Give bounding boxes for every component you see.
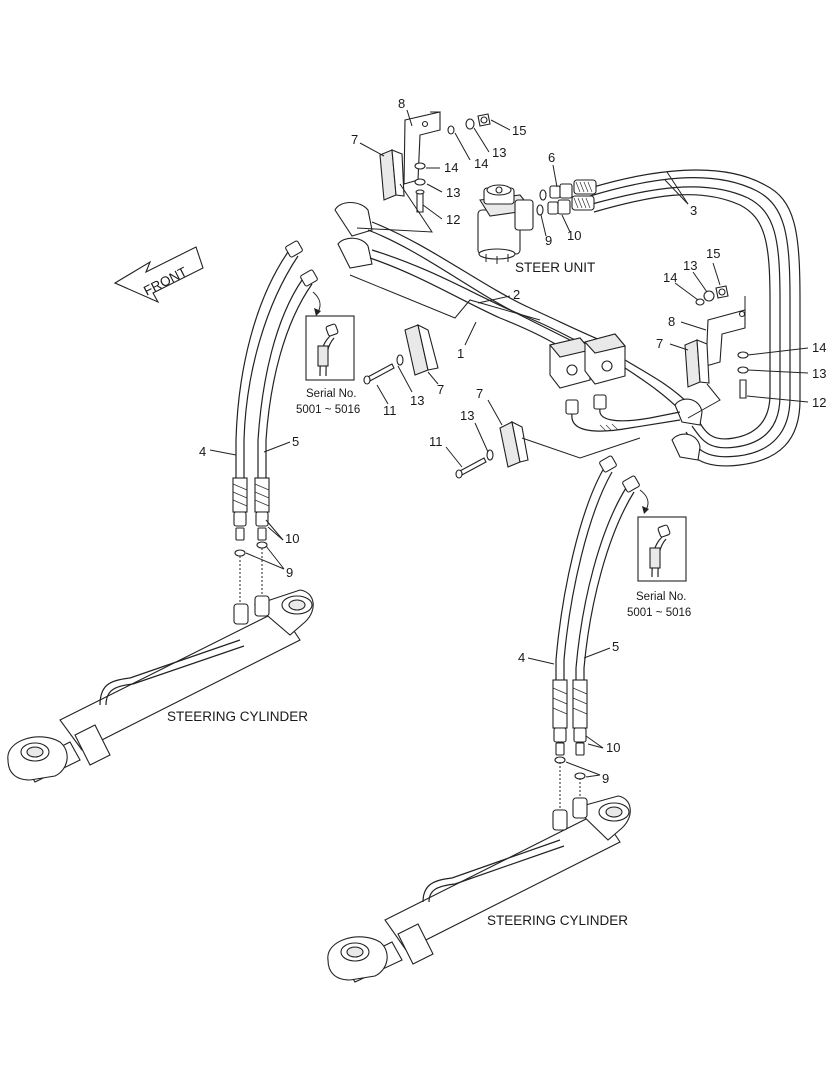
upper-elbows	[285, 201, 373, 287]
leader-lines	[209, 109, 809, 778]
callout-12: 12	[812, 395, 826, 410]
callout-13: 13	[410, 393, 424, 408]
bracket-right	[684, 285, 749, 399]
callout-10: 10	[606, 740, 620, 755]
callout-7: 7	[351, 132, 358, 147]
inset-right: Serial No. 5001 ~ 5016	[627, 489, 691, 619]
callout-3: 3	[690, 203, 697, 218]
callout-6: 6	[548, 150, 555, 165]
steering-cylinder-right-caption: STEERING CYLINDER	[487, 913, 628, 928]
callout-11: 11	[383, 403, 397, 418]
callout-7: 7	[476, 386, 483, 401]
right-hoses-4-5	[552, 455, 640, 780]
callout-15: 15	[512, 123, 526, 138]
steering-cylinder-left-caption: STEERING CYLINDER	[167, 709, 308, 724]
clamp-middle	[363, 323, 439, 385]
callout-9: 9	[545, 233, 552, 248]
callout-9: 9	[286, 565, 293, 580]
callout-7: 7	[656, 336, 663, 351]
bracket-upper-left	[379, 111, 491, 213]
callout-13: 13	[460, 408, 474, 423]
callout-11: 11	[429, 434, 443, 449]
steer-unit-caption: STEER UNIT	[515, 260, 595, 275]
callout-8: 8	[398, 96, 405, 111]
steering-cylinder-left: STEERING CYLINDER	[7, 548, 314, 783]
clamp-lower	[455, 421, 641, 479]
callout-2: 2	[513, 287, 520, 302]
steering-cylinder-right: STEERING CYLINDER	[327, 762, 631, 983]
inset-right-serial-label: Serial No.	[636, 591, 687, 603]
steer-unit-fittings	[536, 179, 597, 216]
callout-14: 14	[663, 270, 677, 285]
callout-10: 10	[567, 228, 581, 243]
callout-7: 7	[437, 382, 444, 397]
inset-left: Serial No. 5001 ~ 5016	[296, 291, 360, 416]
callout-10: 10	[285, 531, 299, 546]
callouts: 8 7 14 13 12 14 13 15 6 9 10 3 2 1 14 13…	[199, 96, 826, 786]
callout-12: 12	[446, 212, 460, 227]
callout-8: 8	[668, 314, 675, 329]
callout-4: 4	[199, 444, 206, 459]
inset-left-serial-range: 5001 ~ 5016	[296, 404, 360, 416]
callout-14: 14	[444, 160, 458, 175]
left-hoses-4-5	[232, 251, 313, 557]
inset-right-serial-range: 5001 ~ 5016	[627, 607, 691, 619]
callout-9: 9	[602, 771, 609, 786]
inset-left-serial-label: Serial No.	[306, 388, 357, 400]
callout-15: 15	[706, 246, 720, 261]
callout-13: 13	[812, 366, 826, 381]
steer-unit: STEER UNIT	[477, 184, 595, 275]
right-lower-elbows	[565, 394, 703, 461]
callout-13: 13	[446, 185, 460, 200]
callout-14: 14	[474, 156, 488, 171]
manifold-blocks	[549, 333, 691, 413]
callout-5: 5	[612, 639, 619, 654]
callout-14: 14	[812, 340, 826, 355]
callout-1: 1	[457, 346, 464, 361]
callout-13: 13	[683, 258, 697, 273]
callout-13: 13	[492, 145, 506, 160]
callout-5: 5	[292, 434, 299, 449]
front-arrow: FRONT	[113, 246, 204, 304]
callout-4: 4	[518, 650, 525, 665]
